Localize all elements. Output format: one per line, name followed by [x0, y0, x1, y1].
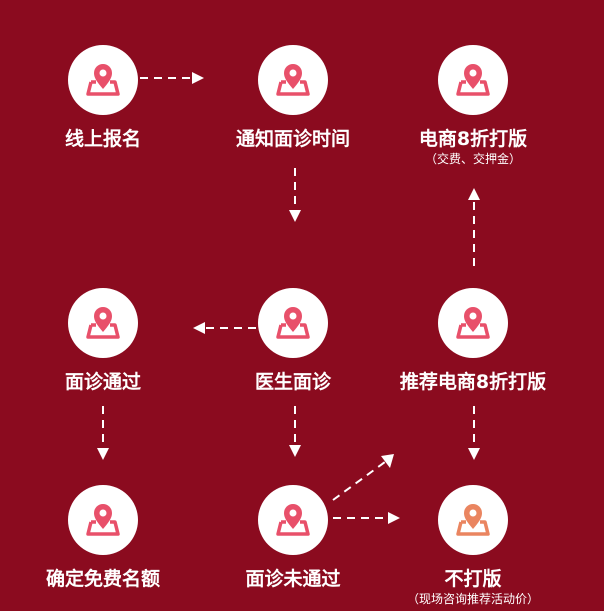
arrowhead [193, 322, 205, 334]
map-pin-icon [86, 504, 120, 536]
arrowhead [289, 210, 301, 222]
arrowhead [468, 448, 480, 460]
map-pin-icon [86, 64, 120, 96]
node-label: 电商8折打版 [418, 128, 528, 150]
node-signup [68, 45, 138, 115]
node-label: 面诊未通过 [245, 568, 341, 590]
arrow-fail-to-recommend [332, 461, 386, 501]
map-pin-icon [456, 64, 490, 96]
node-label: 面诊通过 [64, 371, 141, 393]
arrowhead [468, 188, 480, 200]
node-label: 医生面诊 [254, 371, 331, 393]
node-ecommerce-print [438, 45, 508, 115]
arrowhead [381, 454, 394, 468]
arrowhead [97, 448, 109, 460]
map-pin-icon [86, 307, 120, 339]
node-label: 推荐电商8折打版 [399, 371, 547, 393]
node-sublabel: （现场咨询推荐活动价） [406, 592, 539, 606]
node-doctor-consult [258, 288, 328, 358]
node-label: 通知面诊时间 [235, 128, 350, 150]
map-pin-icon [276, 64, 310, 96]
node-consult-fail [258, 485, 328, 555]
map-pin-icon [456, 307, 490, 339]
node-confirm-free [68, 485, 138, 555]
node-consult-pass [68, 288, 138, 358]
map-pin-icon [276, 504, 310, 536]
node-notify-time [258, 45, 328, 115]
node-label: 线上报名 [64, 128, 141, 150]
node-recommend-ecommerce [438, 288, 508, 358]
node-no-print [438, 485, 508, 555]
node-sublabel: （交费、交押金） [424, 152, 521, 166]
arrowhead [192, 72, 204, 84]
arrowhead [289, 445, 301, 457]
node-label: 不打版 [444, 568, 502, 590]
map-pin-icon [456, 504, 490, 536]
map-pin-icon [276, 307, 310, 339]
node-label: 确定免费名额 [45, 568, 160, 590]
arrowhead [388, 512, 400, 524]
